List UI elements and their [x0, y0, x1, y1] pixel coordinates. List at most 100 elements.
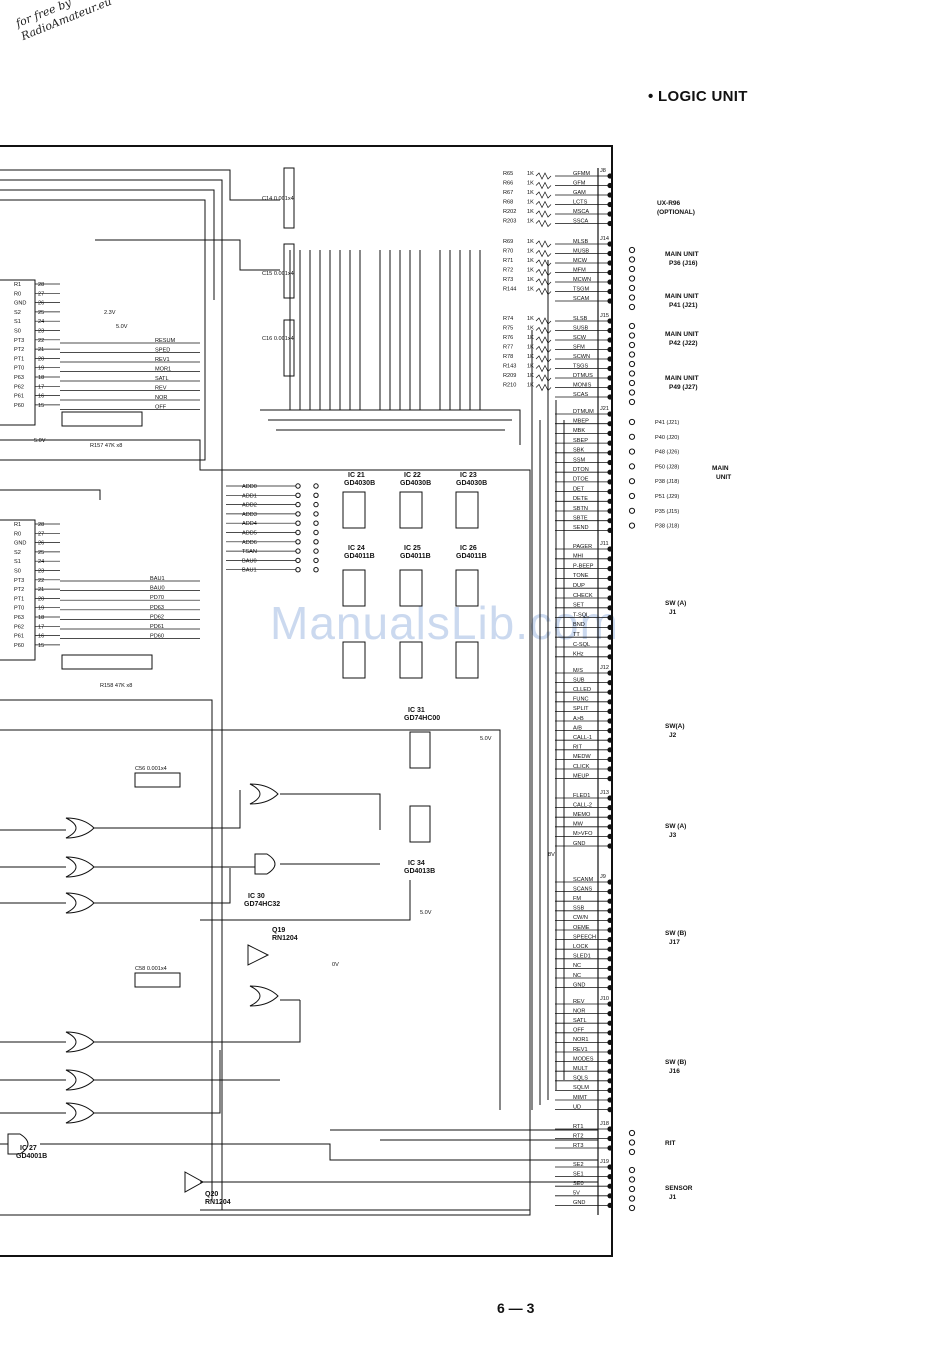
- connector-j9-id: J9: [600, 874, 606, 880]
- signal-label: RESUM: [155, 338, 176, 344]
- pin-dot: [607, 421, 613, 427]
- chip-pin-name: R1: [14, 282, 21, 288]
- port-dot: [628, 1185, 636, 1193]
- pin-label: DTON: [573, 467, 589, 473]
- pin-dot: [607, 1183, 613, 1189]
- resistor-value: 1K: [527, 199, 534, 205]
- pin-label: SSCA: [573, 218, 589, 224]
- ic-ref: IC 25: [404, 545, 421, 552]
- pin-dot: [607, 220, 613, 227]
- voltage-label: 5.0V: [480, 736, 492, 742]
- pin-label: MBK: [573, 428, 585, 434]
- signal-label: MOR1: [155, 367, 171, 373]
- pin-label: SEND: [573, 525, 589, 531]
- connector-j13-id: J13: [600, 790, 609, 796]
- port-dot: [628, 448, 636, 455]
- chip-pin-number: 19: [38, 366, 44, 372]
- port-dot: [628, 322, 636, 330]
- ic-part: GD74HC00: [404, 715, 440, 722]
- pin-label: LOCK: [573, 944, 589, 950]
- pin-label: SET: [573, 603, 584, 609]
- pin-label: NOR: [573, 1008, 585, 1014]
- resistor-value: 1K: [527, 239, 534, 245]
- pin-label: MEMO: [573, 812, 591, 818]
- capacitor-label: C56 0.001x4: [135, 766, 167, 772]
- resistor-label: R144: [503, 286, 516, 292]
- pin-label: TONE: [573, 573, 589, 579]
- chip-pin-number: 28: [38, 522, 44, 528]
- pin-dot: [607, 327, 613, 334]
- pin-dot: [607, 1097, 613, 1103]
- resistor-label: R68: [503, 199, 513, 205]
- signal-label: SATL: [155, 376, 169, 382]
- page-title: • LOGIC UNIT: [648, 88, 748, 105]
- connector-j10-id: J10: [600, 996, 609, 1002]
- pin-label: T-SQL: [573, 612, 589, 618]
- port-dot: [628, 341, 636, 349]
- pin-label: SE0: [573, 1181, 584, 1187]
- connector-j19-id: J19: [600, 1159, 609, 1165]
- pin-label: MCW: [573, 258, 588, 264]
- ic-part: GD4030B: [344, 480, 375, 487]
- pin-label: RT1: [573, 1124, 583, 1130]
- resistor-symbol: [535, 172, 552, 180]
- overlay-watermark: ManualsLib.com: [270, 597, 619, 649]
- pin-label: CALL-1: [573, 735, 592, 741]
- pin-label: SE2: [573, 1162, 584, 1168]
- resistor-label: R75: [503, 325, 513, 331]
- port-dot: [628, 275, 636, 282]
- resistor-label: R67: [503, 190, 513, 196]
- port-dot: [628, 294, 636, 301]
- pin-label: MULT: [573, 1066, 588, 1072]
- pin-label: LCTS: [573, 199, 588, 205]
- port-dot: [628, 1129, 636, 1137]
- ic-ref: IC 34: [408, 860, 425, 867]
- resistor-symbol: [535, 191, 552, 199]
- port-dot: [628, 332, 636, 339]
- pin-dot: [607, 795, 613, 801]
- resistor-symbol: [535, 374, 552, 382]
- pin-label: MSCA: [573, 209, 589, 215]
- resistor-label: R65: [503, 171, 513, 177]
- capacitor-label: C16 0.001x4: [262, 336, 294, 342]
- transistor-part: RN1204: [272, 935, 298, 942]
- resistor-value: 1K: [527, 258, 534, 264]
- port-dot: [628, 246, 636, 254]
- bus-label: ADD3: [242, 512, 257, 518]
- pin-dot: [607, 975, 613, 981]
- resistor-symbol: [535, 355, 552, 363]
- resistor-symbol: [535, 345, 552, 354]
- chip-pin-number: 24: [38, 319, 44, 325]
- pin-label: A>B: [573, 716, 584, 722]
- pin-dot: [607, 879, 613, 885]
- bus-label: ADD6: [242, 540, 257, 546]
- pin-label: SUSB: [573, 325, 589, 331]
- bus-terminal: [295, 501, 301, 508]
- pin-dot: [607, 459, 613, 466]
- voltage-label: 5.0V: [116, 324, 128, 330]
- chip-pin-number: 25: [38, 310, 44, 316]
- pin-dot: [607, 260, 613, 266]
- voltage-label: 0V: [332, 962, 339, 968]
- pin-dot: [607, 1174, 613, 1180]
- pin-label: TSGM: [573, 286, 589, 292]
- chip-pin-name: P63: [14, 615, 24, 621]
- connector-j18-id: J18: [600, 1121, 609, 1127]
- ic-ref: IC 27: [20, 1145, 37, 1152]
- bus-label: BAU0: [242, 558, 257, 564]
- resistor-value: 1K: [527, 180, 534, 186]
- pin-dot: [607, 211, 613, 217]
- signal-label: REV1: [155, 357, 170, 363]
- port-label: P51 (J29): [655, 494, 679, 500]
- resistor-value: 1K: [527, 373, 534, 379]
- resistor-value: 1K: [527, 267, 534, 273]
- pin-dot: [607, 508, 613, 514]
- pin-dot: [607, 356, 613, 362]
- pin-dot: [607, 680, 613, 686]
- pin-label: DTMUM: [573, 409, 594, 415]
- resistor-symbol: [535, 200, 552, 209]
- chip-pin-number: 27: [38, 291, 44, 297]
- pin-dot: [607, 615, 613, 621]
- voltage-label: 5.0V: [34, 438, 46, 444]
